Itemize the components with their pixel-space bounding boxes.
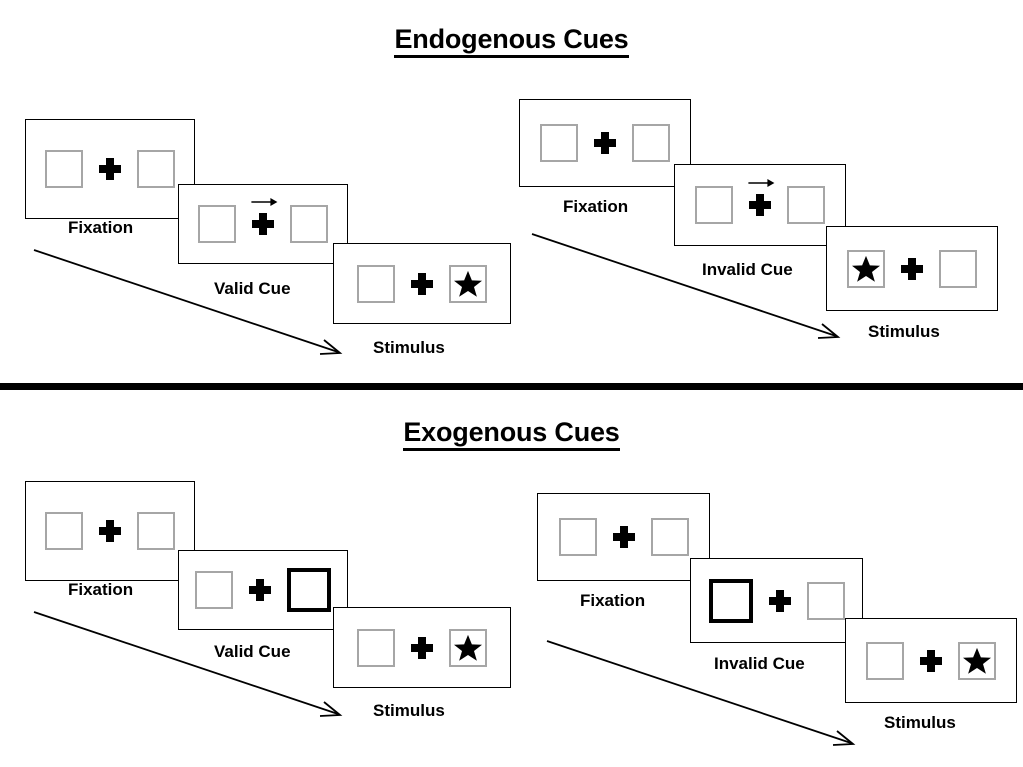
fixation-cross-icon bbox=[411, 636, 433, 659]
fixation-cross-icon bbox=[901, 257, 923, 280]
screen-label-exogenous-valid-fixation: Fixation bbox=[68, 580, 134, 599]
target-box-left-cued[interactable] bbox=[708, 578, 753, 623]
screen-endogenous-invalid-fixation[interactable] bbox=[519, 99, 691, 187]
fixation-cross-icon bbox=[99, 158, 121, 180]
section-divider bbox=[0, 383, 1023, 390]
screen-endogenous-invalid-stimulus[interactable] bbox=[826, 226, 998, 311]
target-box-right[interactable] bbox=[632, 124, 670, 162]
fixation-cross-wrap bbox=[768, 589, 791, 612]
fixation-cross-wrap bbox=[920, 649, 942, 672]
fixation-cross-icon bbox=[768, 589, 791, 612]
screen-endogenous-valid-fixation[interactable] bbox=[25, 119, 195, 219]
section-title-endogenous: Endogenous Cues bbox=[0, 24, 1023, 58]
target-box-left[interactable] bbox=[198, 205, 236, 243]
fixation-cross-wrap bbox=[901, 257, 923, 280]
screen-label-endogenous-invalid-stimulus: Stimulus bbox=[868, 322, 940, 341]
target-box-right-cued[interactable] bbox=[287, 568, 331, 612]
target-box-right[interactable] bbox=[449, 264, 487, 303]
fixation-cross-wrap bbox=[99, 158, 121, 180]
target-box-right[interactable] bbox=[650, 518, 689, 556]
screen-endogenous-valid-cue[interactable] bbox=[178, 184, 348, 264]
target-box-left[interactable] bbox=[558, 518, 597, 556]
screen-label-endogenous-valid-stimulus: Stimulus bbox=[373, 338, 445, 357]
section-title-exogenous-text: Exogenous Cues bbox=[403, 417, 620, 451]
screen-endogenous-valid-stimulus[interactable] bbox=[333, 243, 511, 324]
star-target-icon bbox=[454, 270, 482, 297]
screen-exogenous-valid-cue[interactable] bbox=[178, 550, 348, 630]
fixation-cross-icon bbox=[99, 520, 121, 542]
target-box-right[interactable] bbox=[290, 205, 328, 243]
fixation-cross-wrap bbox=[99, 520, 121, 542]
target-box-left[interactable] bbox=[45, 512, 83, 550]
target-box-left[interactable] bbox=[847, 249, 885, 288]
star-target-icon bbox=[454, 634, 482, 661]
screen-label-exogenous-invalid-cue: Invalid Cue bbox=[714, 654, 805, 673]
target-box-right[interactable] bbox=[939, 249, 977, 288]
screen-exogenous-invalid-fixation[interactable] bbox=[537, 493, 710, 581]
target-box-right[interactable] bbox=[449, 628, 487, 667]
screen-label-exogenous-invalid-fixation: Fixation bbox=[580, 591, 646, 610]
target-box-left[interactable] bbox=[195, 571, 233, 609]
fixation-cross-wrap bbox=[251, 198, 278, 235]
star-target-icon bbox=[963, 647, 991, 674]
target-box-right[interactable] bbox=[806, 581, 845, 620]
target-box-left[interactable] bbox=[357, 628, 395, 667]
target-box-left[interactable] bbox=[45, 150, 83, 188]
fixation-cross-wrap bbox=[594, 132, 616, 154]
screen-label-exogenous-invalid-stimulus: Stimulus bbox=[884, 713, 956, 732]
fixation-cross-icon bbox=[749, 194, 771, 216]
target-box-left[interactable] bbox=[695, 186, 733, 224]
target-box-left[interactable] bbox=[866, 641, 904, 680]
right-arrow-cue-icon bbox=[748, 179, 775, 187]
target-box-left[interactable] bbox=[540, 124, 578, 162]
star-target-icon bbox=[852, 255, 880, 282]
screen-exogenous-invalid-cue[interactable] bbox=[690, 558, 863, 643]
section-title-exogenous: Exogenous Cues bbox=[0, 417, 1023, 451]
screen-exogenous-valid-fixation[interactable] bbox=[25, 481, 195, 581]
time-arrow-endogenous-invalid bbox=[531, 233, 841, 339]
fixation-cross-wrap bbox=[748, 179, 775, 216]
screen-label-exogenous-valid-cue: Valid Cue bbox=[214, 642, 291, 661]
target-box-left[interactable] bbox=[357, 264, 395, 303]
screen-exogenous-invalid-stimulus[interactable] bbox=[845, 618, 1017, 703]
right-arrow-cue-icon bbox=[251, 198, 278, 206]
fixation-cross-icon bbox=[594, 132, 616, 154]
fixation-cross-wrap bbox=[612, 526, 635, 548]
target-box-right[interactable] bbox=[787, 186, 825, 224]
fixation-cross-wrap bbox=[249, 579, 271, 601]
screen-exogenous-valid-stimulus[interactable] bbox=[333, 607, 511, 688]
time-arrow-exogenous-invalid bbox=[546, 640, 856, 746]
fixation-cross-wrap bbox=[411, 272, 433, 295]
screen-label-exogenous-valid-stimulus: Stimulus bbox=[373, 701, 445, 720]
fixation-cross-icon bbox=[920, 649, 942, 672]
target-box-right[interactable] bbox=[958, 641, 996, 680]
screen-label-endogenous-invalid-cue: Invalid Cue bbox=[702, 260, 793, 279]
screen-label-endogenous-valid-fixation: Fixation bbox=[68, 218, 134, 237]
fixation-cross-icon bbox=[411, 272, 433, 295]
section-title-endogenous-text: Endogenous Cues bbox=[394, 24, 629, 58]
fixation-cross-icon bbox=[612, 526, 635, 548]
screen-label-endogenous-valid-cue: Valid Cue bbox=[214, 279, 291, 298]
target-box-right[interactable] bbox=[137, 150, 175, 188]
screen-label-endogenous-invalid-fixation: Fixation bbox=[563, 197, 629, 216]
fixation-cross-wrap bbox=[411, 636, 433, 659]
target-box-right[interactable] bbox=[137, 512, 175, 550]
fixation-cross-icon bbox=[252, 213, 274, 235]
screen-endogenous-invalid-cue[interactable] bbox=[674, 164, 846, 246]
fixation-cross-icon bbox=[249, 579, 271, 601]
